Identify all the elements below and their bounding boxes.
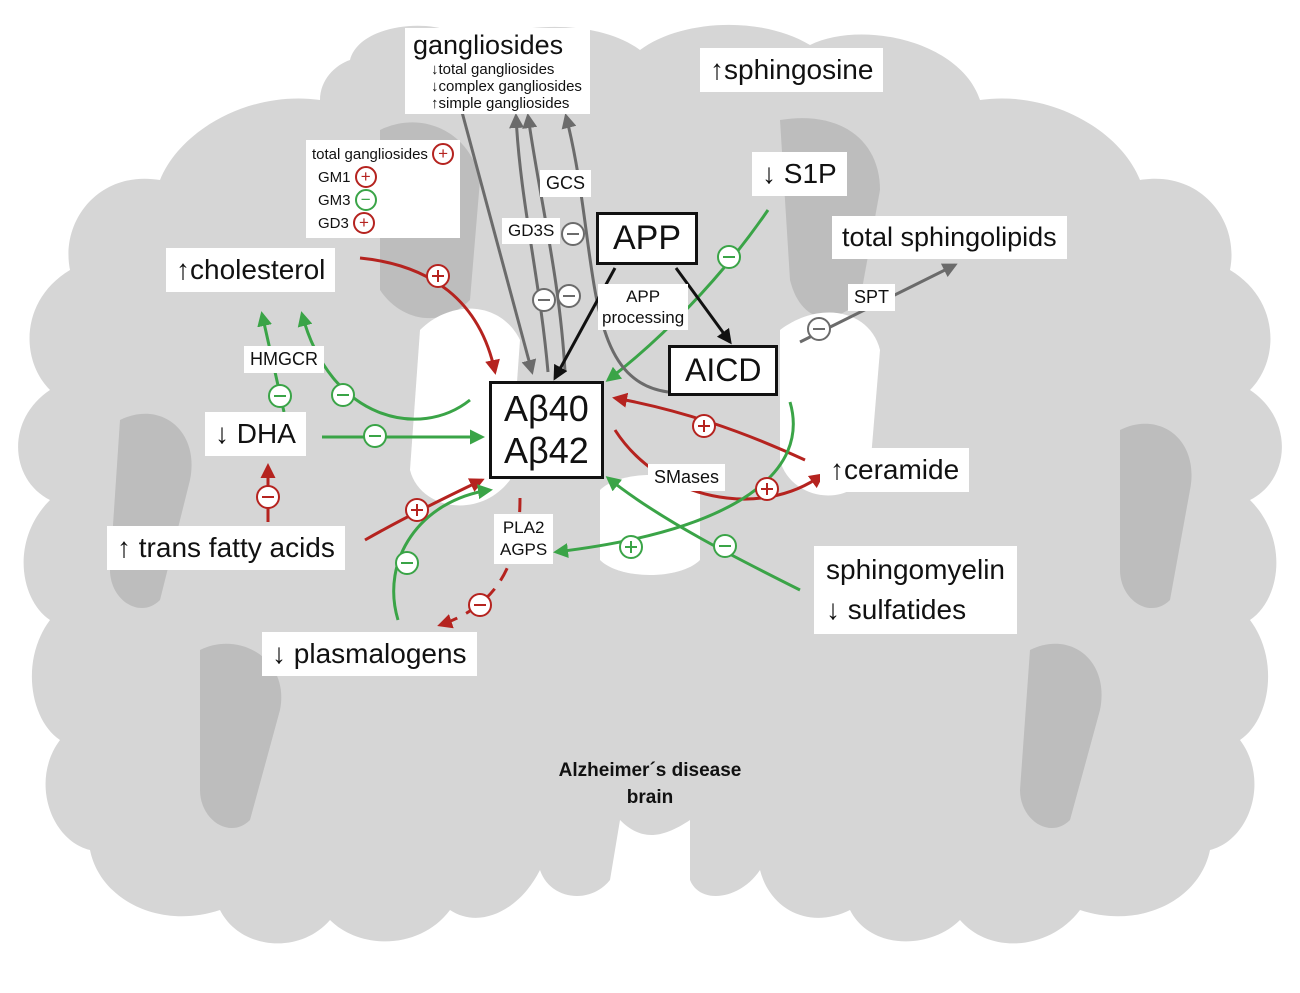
total-sphingolipids-label: total sphingolipids	[832, 216, 1067, 259]
legend-name-gd3: GD3	[318, 215, 349, 232]
minus-badge-gcs-a	[532, 288, 556, 312]
minus-badge-dha-abeta	[363, 424, 387, 448]
aicd-box: AICD	[668, 345, 779, 396]
caption-line2: brain	[626, 787, 674, 808]
legend-row-gm1: GM1 +	[312, 166, 454, 189]
caption-line1: Alzheimer´s disease	[558, 760, 742, 781]
app-box: APP	[596, 212, 699, 265]
plus-badge-cholesterol	[426, 264, 450, 288]
s1p-label: ↓ S1P	[752, 152, 847, 196]
arrow-plasmalogens-to-abeta	[392, 484, 493, 621]
minus-badge-plasmalogens-abeta	[395, 551, 419, 575]
sphingomyelin-sulfatides-box: sphingomyelin ↓ sulfatides	[814, 546, 1017, 634]
gangliosides-box: gangliosides ↓total gangliosides ↓comple…	[405, 28, 590, 114]
plus-icon: +	[353, 212, 376, 234]
minus-badge-gd3s	[561, 222, 585, 246]
app-processing-line1: APP	[626, 287, 661, 306]
minus-badge-transfat-dha	[256, 485, 280, 509]
pla2-agps-label: PLA2 AGPS	[494, 514, 554, 564]
minus-icon: −	[354, 189, 377, 211]
gangliosides-sub-complex: ↓complex gangliosides	[431, 78, 582, 95]
spt-label: SPT	[848, 284, 896, 311]
minus-badge-dha-chol-a	[268, 384, 292, 408]
sphingosine-label: ↑sphingosine	[700, 48, 884, 92]
legend-row-gd3: GD3 +	[312, 212, 454, 235]
arrow-sulfatides-to-abeta	[605, 476, 801, 592]
arrow-abeta-to-plasmalogens	[437, 497, 522, 629]
dha-label: ↓ DHA	[205, 412, 306, 456]
legend-name-gm1: GM1	[318, 169, 351, 186]
abeta42-label: Aβ42	[504, 430, 589, 471]
trans-fatty-acids-label: ↑ trans fatty acids	[107, 526, 345, 570]
legend-row-total: total gangliosides +	[312, 143, 455, 166]
sphingomyelin-label: sphingomyelin	[826, 554, 1005, 585]
pla2-label: PLA2	[502, 518, 545, 537]
plus-badge-ceramide-out	[755, 477, 779, 501]
abeta40-label: Aβ40	[504, 388, 589, 429]
hmgcr-label: HMGCR	[244, 346, 324, 373]
plus-icon: +	[432, 143, 455, 165]
legend-name-gm3: GM3	[318, 192, 351, 209]
ganglioside-legend: total gangliosides + GM1 + GM3 − GD3 +	[306, 140, 461, 238]
minus-badge-s1p	[717, 245, 741, 269]
arrow-abeta-to-ceramide	[613, 429, 825, 501]
agps-label: AGPS	[500, 540, 548, 559]
diagram-caption: Alzheimer´s disease brain	[530, 757, 770, 811]
plus-badge-ceramide-in	[692, 414, 716, 438]
smases-label: SMases	[648, 464, 726, 491]
minus-badge-sulfatides	[713, 534, 737, 558]
plus-icon: +	[354, 166, 377, 188]
arrow-s1p-to-abeta	[605, 209, 770, 382]
gd3s-label: GD3S	[502, 218, 561, 244]
sulfatides-label: ↓ sulfatides	[826, 594, 967, 625]
minus-badge-plasmalogens	[468, 593, 492, 617]
abeta-box: Aβ40 Aβ42	[489, 381, 604, 479]
gangliosides-sub-simple: ↑simple gangliosides	[431, 95, 570, 112]
plus-badge-transfat	[405, 498, 429, 522]
arrow-app-to-aicd	[674, 267, 732, 345]
sign-badges	[256, 222, 831, 617]
gcs-label: GCS	[540, 170, 592, 197]
plasmalogens-label: ↓ plasmalogens	[262, 632, 477, 676]
arrow-cholesterol-to-abeta	[359, 256, 500, 375]
app-processing-line2: processing	[602, 308, 685, 327]
cholesterol-label: ↑cholesterol	[166, 248, 336, 292]
ceramide-label: ↑ceramide	[820, 448, 970, 492]
legend-name-total: total gangliosides	[312, 146, 428, 163]
minus-badge-gcs-b	[557, 284, 581, 308]
legend-row-gm3: GM3 −	[312, 189, 454, 212]
arrow-gangliosides-to-abeta	[460, 111, 537, 375]
minus-badge-dha-chol-b	[331, 383, 355, 407]
app-processing-label: APP processing	[598, 284, 689, 330]
minus-badge-spt	[807, 317, 831, 341]
gangliosides-label: gangliosides	[413, 30, 564, 60]
gangliosides-sub-total: ↓total gangliosides	[431, 61, 555, 78]
plus-badge-aicd-pla2	[619, 535, 643, 559]
